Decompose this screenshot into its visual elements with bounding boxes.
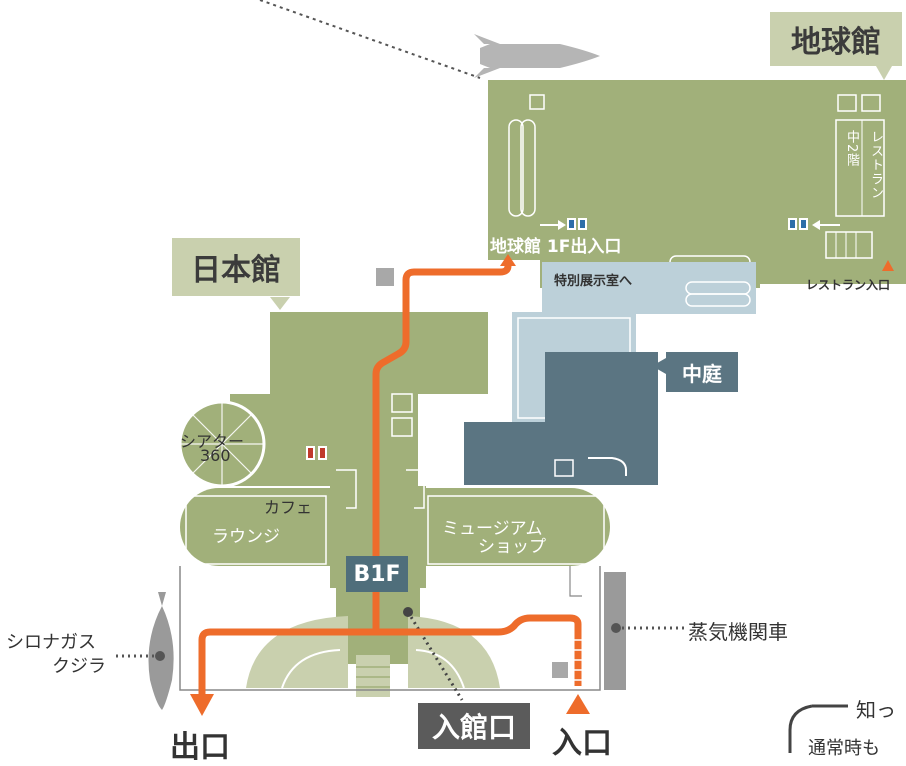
lounge-label: ラウンジ — [212, 527, 280, 547]
whale-label-2: クジラ — [52, 656, 106, 677]
pin-icon — [155, 651, 165, 661]
restaurant-entrance-marker — [882, 260, 894, 271]
corner-note-2: 通常時も — [808, 738, 880, 759]
nakaniwa-label: 中庭 — [666, 352, 738, 392]
admission-gate-label: 入館口 — [418, 703, 530, 749]
nihonkan-label: 日本館 — [172, 238, 300, 296]
toilet-icon — [567, 218, 587, 230]
restaurant-entrance-label: レストラン入口 — [806, 278, 891, 292]
toilet-icon — [788, 218, 808, 230]
theater-label: シアター — [180, 432, 245, 451]
cafe-label: カフェ — [264, 498, 313, 517]
label-pointer — [652, 358, 666, 374]
restaurant-label: レストラン — [868, 130, 883, 200]
label-pointer — [876, 66, 892, 80]
chikyukan-entrance-label: 地球館 1F出入口 — [490, 237, 622, 257]
toilet-icon — [306, 446, 327, 460]
arrow-left-icon — [812, 220, 840, 230]
theater-number-label: 360 — [200, 446, 231, 465]
rocket-icon — [474, 34, 600, 78]
nihonkan-label-text: 日本館 — [191, 253, 281, 288]
nihonkan-building — [178, 312, 610, 697]
entrance-label: 入口 — [552, 726, 612, 761]
admission-gate-text: 入館口 — [431, 711, 516, 744]
floor-badge: B1F — [346, 556, 408, 592]
whale-label-1: シロナガス — [6, 632, 96, 653]
visitor-route — [190, 254, 590, 716]
dotted-leader-top — [259, 0, 481, 79]
floor-badge-text: B1F — [353, 561, 401, 587]
chikyukan-label: 地球館 — [770, 12, 902, 66]
exit-label: 出口 — [170, 730, 230, 765]
museum-shop-label-2: ショップ — [478, 537, 546, 557]
chikyukan-label-text: 地球館 — [791, 25, 881, 60]
nakaniwa-label-text: 中庭 — [682, 361, 722, 386]
whale-icon — [148, 592, 174, 710]
pin-icon — [611, 623, 621, 633]
label-pointer — [270, 297, 290, 310]
corner-note: 知っ — [856, 698, 896, 722]
museum-shop-label-1: ミュージアム — [442, 519, 543, 539]
callout-bracket — [788, 704, 813, 753]
arrow-right-icon — [540, 220, 566, 230]
nakaniwa-courtyard — [464, 352, 658, 485]
steam-locomotive-label: 蒸気機関車 — [688, 620, 788, 644]
mezzanine-label: 中2階 — [844, 130, 859, 168]
b1-outline — [179, 268, 601, 691]
special-exhibit-label: 特別展示室へ — [554, 274, 633, 289]
